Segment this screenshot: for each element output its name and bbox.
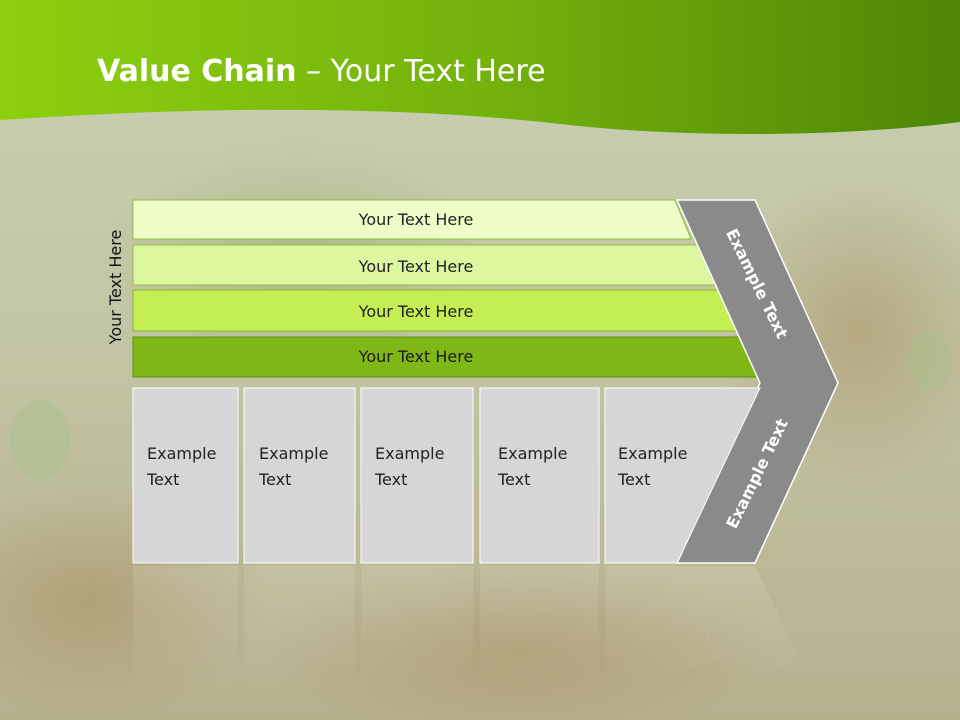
- box-1-shape: [132, 387, 239, 564]
- reflection-chevron: [677, 566, 800, 690]
- box-3: Example Text: [360, 387, 474, 564]
- box-4-line1: Example: [498, 444, 567, 463]
- side-label: Your Text Here: [106, 230, 125, 346]
- bar-4: Your Text Here: [132, 336, 763, 378]
- page-title-rest: – Your Text Here: [296, 54, 546, 89]
- box-5-shape: [604, 387, 761, 564]
- box-2-shape: [243, 387, 356, 564]
- box-1-line2: Text: [146, 470, 179, 489]
- box-2-line1: Example: [259, 444, 328, 463]
- box-1-line1: Example: [147, 444, 216, 463]
- boxes: Example Text Example Text Example Text E…: [132, 387, 761, 564]
- bar-2-label: Your Text Here: [358, 257, 474, 276]
- reflection-box-2: [244, 566, 355, 696]
- page-title-bold: Value Chain: [97, 54, 297, 89]
- reflection-box-3: [361, 566, 473, 696]
- box-4-line2: Text: [497, 470, 530, 489]
- box-4: Example Text: [479, 387, 600, 564]
- box-5-line1: Example: [618, 444, 687, 463]
- reflection-box-4: [480, 566, 599, 696]
- bar-1: Your Text Here: [132, 199, 692, 240]
- chevron-shape: [675, 199, 839, 564]
- box-1: Example Text: [132, 387, 239, 564]
- bar-3: Your Text Here: [132, 289, 739, 332]
- background-seedling: [10, 400, 70, 480]
- bar-1-shape: [132, 199, 692, 240]
- box-3-shape: [360, 387, 474, 564]
- box-3-line2: Text: [374, 470, 407, 489]
- background-seedling-right: [908, 330, 952, 390]
- reflection-box-1: [133, 566, 238, 696]
- bar-3-label: Your Text Here: [358, 302, 474, 321]
- boxes-reflection: [133, 566, 800, 696]
- box-2: Example Text: [243, 387, 356, 564]
- header-wave: [0, 0, 960, 135]
- bars: Your Text Here Your Text Here Your Text …: [132, 199, 763, 378]
- box-5-line2: Text: [617, 470, 650, 489]
- page-title: Value Chain – Your Text Here: [97, 54, 546, 89]
- bar-4-label: Your Text Here: [358, 347, 474, 366]
- box-4-shape: [479, 387, 600, 564]
- bar-1-label: Your Text Here: [358, 210, 474, 229]
- box-5: Example Text: [604, 387, 761, 564]
- bar-2: Your Text Here: [132, 244, 716, 286]
- box-2-line2: Text: [258, 470, 291, 489]
- box-3-line1: Example: [375, 444, 444, 463]
